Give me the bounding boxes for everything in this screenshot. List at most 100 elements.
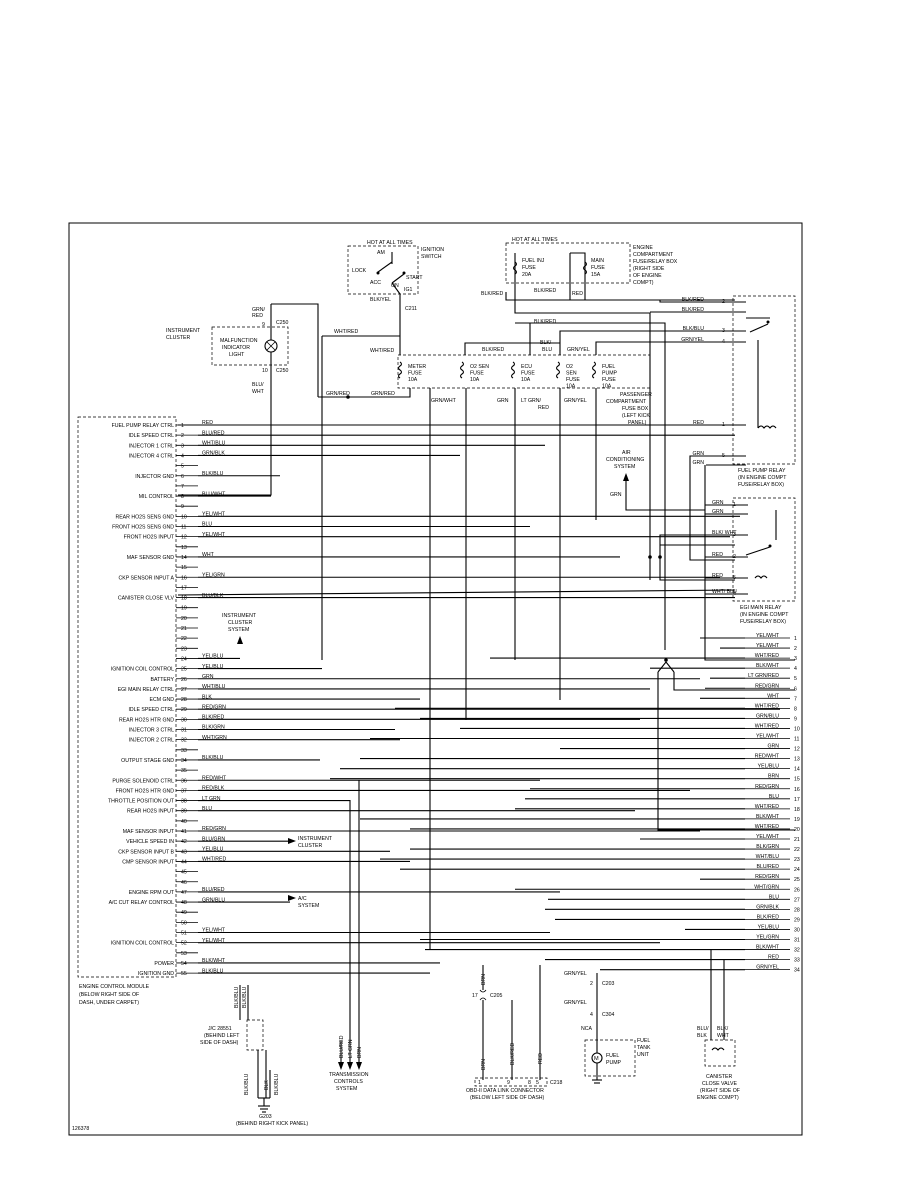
fuel-tank-2: TANK bbox=[637, 1045, 651, 1051]
cluster-title-1: INSTRUMENT bbox=[166, 328, 201, 334]
jc-title-2: (BEHIND LEFT bbox=[204, 1033, 240, 1039]
passenger-fusebox bbox=[397, 354, 651, 389]
ecm-pin-label: FRONT HO2S SENS GND bbox=[112, 525, 174, 531]
passenger-fuse-label: FUSE bbox=[521, 371, 535, 377]
connector-pin-number: 19 bbox=[794, 817, 800, 823]
connector-pin-number: 21 bbox=[794, 837, 800, 843]
ignition-pos-on: ON bbox=[391, 283, 399, 289]
ecm-pin-number: 44 bbox=[181, 859, 187, 865]
fpr-title-1: FUEL PUMP RELAY bbox=[738, 468, 786, 474]
canister-4: ENGINE COMPT) bbox=[697, 1095, 739, 1101]
connector-pin-number: 13 bbox=[794, 757, 800, 763]
ecm-pin-wire: BLK/RED bbox=[202, 715, 224, 721]
pf-wire-out-5: LT GRN/ bbox=[521, 398, 542, 404]
fuel-wire-2: GRN/YEL bbox=[564, 1000, 587, 1006]
ecm-pin-label: INJECTOR 1 CTRL bbox=[129, 443, 174, 449]
mil-label-1: MALFUNCTION bbox=[220, 338, 258, 344]
ecm-pin-number: 10 bbox=[181, 514, 187, 520]
ignition-wire-out: BLK/YEL bbox=[370, 297, 391, 303]
ecm-pin-number: 17 bbox=[181, 585, 187, 591]
trans-title-1: TRANSMISSION bbox=[329, 1072, 369, 1078]
passenger-fusebox-title-4: (LEFT KICK bbox=[622, 413, 650, 419]
connector-pin-wire: YEL/WHT bbox=[756, 834, 780, 840]
ecm-pin-label: OUTPUT STAGE GND bbox=[121, 758, 174, 764]
cluster-ref-3: SYSTEM bbox=[228, 627, 249, 633]
connector-pin-wire: RED/GRN bbox=[755, 683, 779, 689]
passenger-fuse-label: 10A bbox=[408, 377, 418, 383]
ecm-pin-wire: RED/GRN bbox=[202, 704, 226, 710]
connector-pin-wire: BLK/RED bbox=[757, 914, 779, 920]
obd-connector-label: C205 bbox=[490, 993, 503, 999]
fpr-title-2: (IN ENGINE COMPT bbox=[738, 475, 787, 481]
ecm-pin-wire: BLU/WHT bbox=[202, 491, 226, 497]
passenger-fuse-label: 10A bbox=[566, 384, 576, 390]
fuel-pin-2: 2 bbox=[590, 981, 593, 987]
connector-pin-wire: RED bbox=[768, 955, 779, 961]
fuel-tank-1: FUEL bbox=[637, 1038, 650, 1044]
ac-title-2: CONDITIONING bbox=[606, 457, 644, 463]
ecm-pin-label: BATTERY bbox=[151, 677, 175, 683]
ecm-pin-label: ECM GND bbox=[150, 697, 175, 703]
connector-pin-wire: LT GRN/RED bbox=[748, 673, 779, 679]
cluster-ref2-2: CLUSTER bbox=[298, 843, 322, 849]
passenger-fuse-label: FUSE bbox=[566, 377, 580, 383]
connector-pin-number: 11 bbox=[794, 737, 799, 743]
ecm-pin-number: 22 bbox=[181, 636, 187, 642]
cluster-pin-top: 9 bbox=[262, 322, 265, 328]
connector-pin-number: 27 bbox=[794, 897, 800, 903]
ecm-pin-number: 23 bbox=[181, 646, 187, 652]
ecm-pin-wire: BLU/RED bbox=[202, 430, 225, 436]
engine-fusebox bbox=[505, 242, 631, 300]
connector-pin-number: 1 bbox=[794, 636, 797, 642]
obd-wire-2: BRN bbox=[481, 1059, 487, 1070]
obd-pin17: 17 bbox=[472, 993, 478, 999]
fuel-c203: C203 bbox=[602, 981, 615, 987]
connector-pin-wire: YEL/BLU bbox=[758, 924, 780, 930]
ecm-pin-number: 21 bbox=[181, 626, 187, 632]
connector-pin-number: 16 bbox=[794, 787, 800, 793]
obd-pin-9: 9 bbox=[507, 1080, 510, 1086]
trans-title-3: SYSTEM bbox=[336, 1086, 357, 1092]
ac-title-1: AIR bbox=[622, 450, 631, 456]
ecm-pin-wire: YEL/WHT bbox=[202, 532, 226, 538]
passenger-fuse-label: FUSE bbox=[470, 371, 484, 377]
connector-pin-number: 18 bbox=[794, 807, 800, 813]
passenger-fuse-label: FUEL bbox=[602, 364, 615, 370]
connector-pin-wire: BRN bbox=[768, 774, 779, 780]
ecm-pin-number: 41 bbox=[181, 829, 187, 835]
ecm-pin-number: 45 bbox=[181, 870, 187, 876]
ecm-pin-number: 46 bbox=[181, 880, 187, 886]
connector-pin-number: 26 bbox=[794, 887, 800, 893]
transmission-arrows bbox=[338, 780, 362, 1070]
ecm-pin-number: 49 bbox=[181, 910, 187, 916]
engine-fusebox-title-1: ENGINE bbox=[633, 245, 653, 251]
ecm-pin-wire: YEL/WHT bbox=[202, 938, 226, 944]
ecm-pin-number: 11 bbox=[181, 525, 186, 531]
ecm-pin-label: VEHICLE SPEED IN bbox=[126, 839, 174, 845]
obd-wire-3: BLK/RED bbox=[510, 1043, 516, 1065]
ecm-wire-runs bbox=[198, 434, 780, 974]
jc-wire-5: BLK/BLU bbox=[274, 1073, 280, 1095]
pf-wire-in-3: BLK/RED bbox=[482, 347, 504, 353]
connector-pin-wire: WHT/GRN bbox=[754, 884, 779, 890]
ecm-pin-number: 31 bbox=[181, 728, 187, 734]
ecm-pin-label: INJECTOR 3 CTRL bbox=[129, 728, 174, 734]
ignition-pos-acc: ACC bbox=[370, 280, 381, 286]
ecm-pin-wire: YEL/BLU bbox=[202, 664, 224, 670]
ecm-pin-wire: BLK/BLU bbox=[202, 968, 224, 974]
ac-ref-arrow-icon bbox=[288, 895, 296, 901]
connector-pin-wire: YEL/WHT bbox=[756, 633, 780, 639]
ac-ref-1: A/C bbox=[298, 896, 307, 902]
connector-pin-wire: WHT/RED bbox=[755, 723, 779, 729]
fuse-icon bbox=[397, 361, 403, 379]
ecm-pin-wire: BLK/GRN bbox=[202, 725, 225, 731]
connector-pin-number: 10 bbox=[794, 726, 800, 732]
passenger-fuse-label: METER bbox=[408, 364, 426, 370]
ecm-pin-label: INJECTOR 2 CTRL bbox=[129, 738, 174, 744]
ecm-pin-wire: BLK bbox=[202, 694, 212, 700]
passenger-fuse-label: ECU bbox=[521, 364, 532, 370]
ecm-pin-wire: BLU/GRN bbox=[202, 836, 225, 842]
canister-1: CANISTER bbox=[706, 1074, 732, 1080]
connector-pin-number: 31 bbox=[794, 938, 800, 944]
